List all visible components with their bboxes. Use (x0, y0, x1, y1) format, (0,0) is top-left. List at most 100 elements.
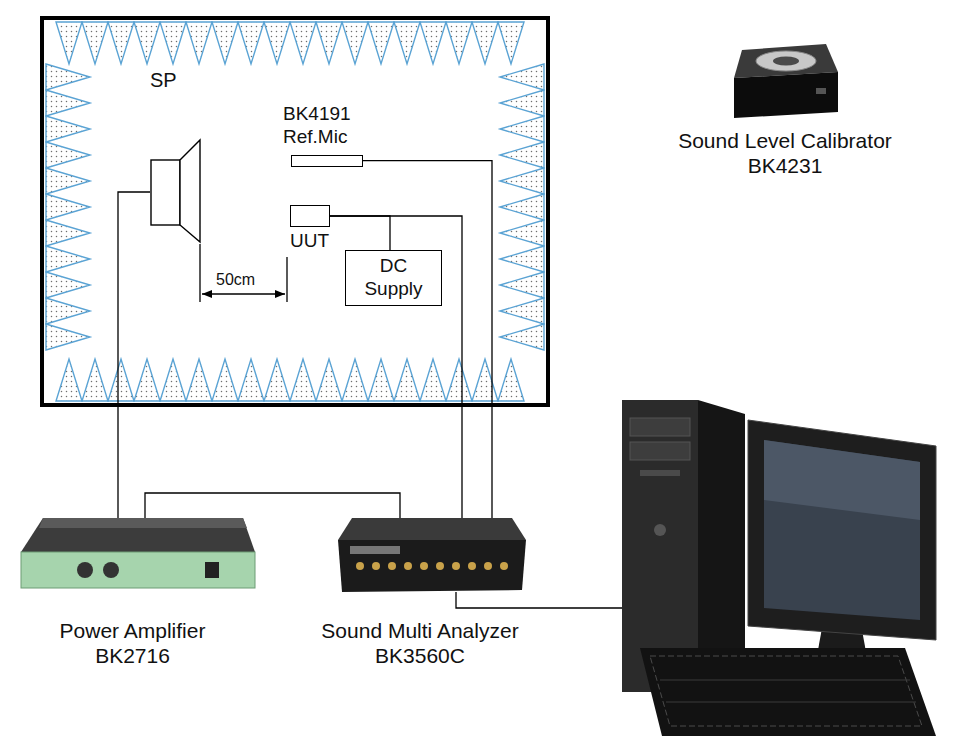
absorber-wedge (420, 359, 446, 401)
amplifier-front (21, 552, 255, 588)
usb-wire (456, 592, 622, 608)
drive-bay (630, 418, 690, 436)
absorber-wedge (46, 116, 90, 142)
signal-cable (118, 192, 150, 518)
absorber-wedge (160, 359, 186, 401)
absorber-wedge (500, 116, 544, 142)
absorber-wedge (368, 359, 394, 401)
absorber-wedge (238, 22, 264, 64)
absorber-wedge (134, 359, 160, 401)
absorber-wedge (46, 324, 90, 350)
absorber-wedge (500, 272, 544, 298)
speaker-picture (150, 68, 202, 244)
input-connector (468, 562, 476, 570)
absorber-wedge (316, 359, 342, 401)
dc-supply-box: DC Supply (345, 250, 442, 306)
analyzer-front (338, 540, 526, 592)
speaker-cone (180, 140, 200, 242)
absorber-wedge (46, 142, 90, 168)
absorber-wedge (186, 22, 212, 64)
amplifier-knob (103, 562, 119, 578)
reference-mic: BK4191 Ref.Mic (283, 103, 363, 167)
absorber-wedge (498, 22, 524, 64)
input-connector (484, 562, 492, 570)
absorber-wedge (446, 359, 472, 401)
input-connector (420, 562, 428, 570)
absorber-wedge (134, 22, 160, 64)
absorber-wedge (472, 22, 498, 64)
monitor-screen (764, 440, 920, 620)
absorber-wedge (500, 142, 544, 168)
sound-level-calibrator: Sound Level Calibrator BK4231 (640, 30, 930, 178)
absorber-wedge (446, 22, 472, 64)
absorber-wedge (108, 359, 134, 401)
analyzer-picture (290, 518, 550, 598)
dimension-tick (286, 257, 287, 302)
absorber-wedge (82, 22, 108, 64)
node-label: Power Amplifier BK2716 (38, 618, 228, 668)
absorber-wedge (498, 359, 524, 401)
absorber-wedge (290, 359, 316, 401)
signal-cable (330, 216, 462, 518)
sound-analyzer: Sound Multi Analyzer BK3560C (290, 518, 550, 668)
node-label: Sound Level Calibrator BK4231 (660, 128, 910, 178)
absorber-wedge (46, 90, 90, 116)
computer (622, 400, 936, 736)
amplifier-knob (77, 562, 93, 578)
absorber-wedge (394, 359, 420, 401)
monitor-bezel (748, 420, 936, 640)
uut-body (290, 205, 330, 227)
node-label: UUT (290, 230, 334, 253)
absorber-wedge (394, 22, 420, 64)
speaker: SP (150, 68, 202, 244)
input-connector (452, 562, 460, 570)
input-connector (436, 562, 444, 570)
absorber-wedge (368, 22, 394, 64)
calibrator-front (734, 72, 838, 118)
absorber-wedge (160, 22, 186, 64)
absorber-wedge (238, 359, 264, 401)
amp-picture (15, 518, 250, 598)
absorber-wedge (342, 359, 368, 401)
absorber-wedge (56, 359, 82, 401)
absorber-wedge (420, 22, 446, 64)
absorber-wedge (500, 324, 544, 350)
absorber-wedge (212, 22, 238, 64)
keyboard (640, 648, 936, 736)
node-label: SP (150, 68, 202, 92)
dimension-tick (199, 244, 200, 302)
signal-cable (363, 161, 492, 518)
input-connector (500, 562, 508, 570)
absorber-wedge (46, 64, 90, 90)
absorber-wedge (500, 194, 544, 220)
amplifier-top (21, 518, 255, 552)
key-row (660, 680, 910, 681)
power-switch (205, 562, 219, 578)
dimension-label: 50cm (216, 270, 255, 289)
absorber-wedge (46, 246, 90, 272)
input-connector (372, 562, 380, 570)
input-connector (388, 562, 396, 570)
unit-under-test: UUT (290, 205, 334, 253)
input-connector (404, 562, 412, 570)
absorber-wedge (186, 359, 212, 401)
mic-body (291, 155, 363, 167)
absorber-wedge (500, 168, 544, 194)
analyzer-top (338, 518, 526, 540)
calibrator-button (816, 88, 826, 94)
key-row (666, 702, 916, 703)
power-button (654, 524, 666, 536)
absorber-wedge (500, 220, 544, 246)
signal-cable (330, 216, 390, 250)
node-label: BK4191 Ref.Mic (283, 103, 363, 149)
dimension-line (202, 293, 285, 294)
absorber-wedge (46, 220, 90, 246)
calib-picture (640, 30, 930, 122)
absorber-wedge (46, 194, 90, 220)
power-amplifier: Power Amplifier BK2716 (15, 518, 250, 668)
calibrator-ring (756, 51, 816, 71)
absorber-wedge (500, 90, 544, 116)
absorber-wedge (46, 298, 90, 324)
